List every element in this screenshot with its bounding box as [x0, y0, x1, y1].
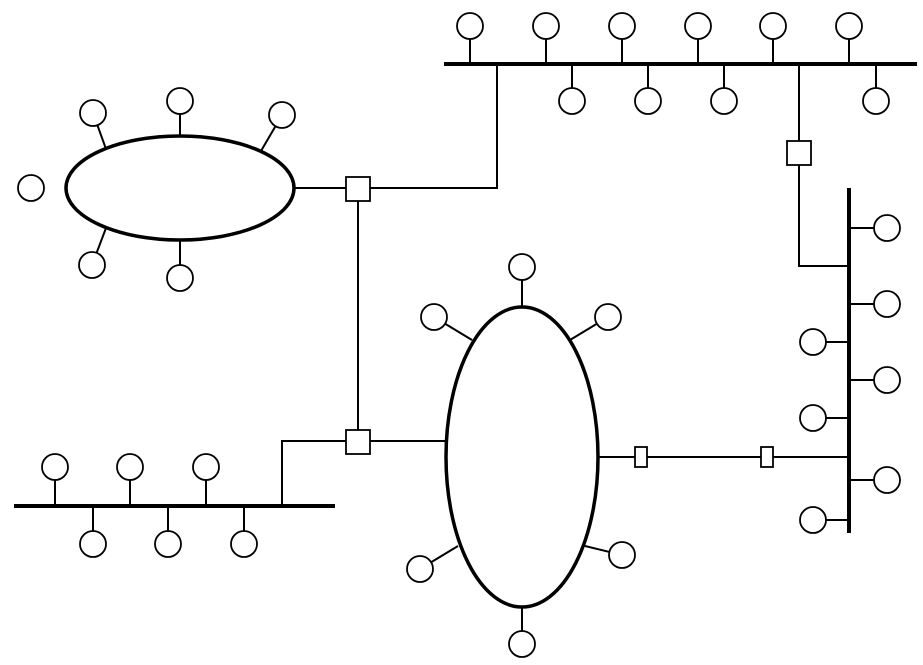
- bus-right-station-right-2: [873, 290, 901, 318]
- ring-left-station-6: [166, 264, 194, 292]
- link-bridge-to-bus-top: [370, 64, 498, 189]
- bus-right-station-right-4: [873, 466, 901, 494]
- bus-bottom-left-station-below-2: [154, 530, 182, 558]
- ring-left: [64, 134, 296, 242]
- link-lower-bridge-to-bus-bottom-left: [281, 440, 346, 506]
- bus-top-station-above-5: [759, 12, 787, 40]
- bus-top-station-below-2: [634, 87, 662, 115]
- ring-center: [444, 305, 600, 609]
- bus-right-station-left-2: [799, 404, 827, 432]
- station-nodes: [17, 12, 901, 658]
- ring-center-station-2-stub: [444, 322, 473, 341]
- bus-bottom-left-station-above-1: [41, 453, 69, 481]
- bus-bottom-left-station-above-2: [116, 453, 144, 481]
- bus-top-station-above-6: [835, 12, 863, 40]
- bus-top-station-above-2: [532, 12, 560, 40]
- bus-right-station-left-3: [799, 506, 827, 534]
- ring-left-station-1: [17, 174, 45, 202]
- bridge-upper: [345, 176, 371, 202]
- repeater-right: [760, 446, 774, 468]
- bus-top-station-below-4: [862, 87, 890, 115]
- ring-left-station-2: [79, 99, 107, 127]
- link-right-bridge-to-bus-right: [798, 165, 849, 267]
- bus-right-station-right-1: [873, 214, 901, 242]
- bus-top-station-above-1: [456, 12, 484, 40]
- ring-left-station-2-stub: [96, 124, 107, 150]
- ring-center-station-3: [594, 303, 622, 331]
- ring-left-station-3: [166, 87, 194, 115]
- bus-right-station-left-1: [799, 328, 827, 356]
- ring-center-station-3-stub: [569, 322, 598, 341]
- ring-center-station-5: [608, 541, 636, 569]
- ring-left-station-5: [78, 251, 106, 279]
- bridge-right: [786, 140, 812, 166]
- station-stubs: [54, 39, 877, 631]
- ring-center-station-5-stub: [584, 545, 610, 553]
- links: [281, 64, 849, 506]
- ring-left-station-4-stub: [260, 125, 277, 152]
- ring-center-station-6: [508, 630, 536, 658]
- ring-left-station-4: [268, 101, 296, 129]
- ring-center-station-1: [508, 253, 536, 281]
- bus-bottom-left-station-below-3: [230, 530, 258, 558]
- ring-center-station-4: [406, 555, 434, 583]
- bus-right-station-right-3: [873, 366, 901, 394]
- ring-center-station-2: [420, 303, 448, 331]
- bus-bottom-left-station-above-3: [192, 453, 220, 481]
- repeater-left: [634, 446, 648, 468]
- bus-top-station-above-4: [684, 12, 712, 40]
- ring-left-station-5-stub: [95, 227, 107, 254]
- bus-top-station-below-3: [710, 87, 738, 115]
- bridge-lower: [345, 429, 371, 455]
- bus-bottom-left-station-below-1: [79, 530, 107, 558]
- ring-center-station-4-stub: [430, 545, 459, 564]
- bus-top-station-above-3: [608, 12, 636, 40]
- bus-top-station-below-1: [558, 87, 586, 115]
